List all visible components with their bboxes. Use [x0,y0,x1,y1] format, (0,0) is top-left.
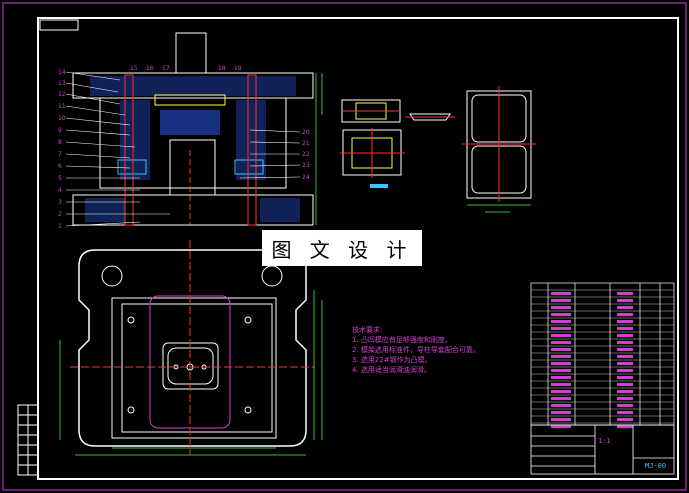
part-label: 7 [58,151,62,158]
part-label: 3 [58,199,62,206]
scale-label: 1:1 [598,437,611,445]
bom-row-text [551,397,571,400]
tech-requirement-item: 4. 选用适当润滑油润滑。 [352,366,431,374]
bom-row-text [617,341,633,344]
bom-row-text [617,362,633,365]
bom-row-text [617,397,633,400]
bom-row-text [551,299,571,302]
bom-row-text [617,404,633,407]
part-label: 11 [58,103,66,110]
bom-row-text [617,292,633,295]
bom-row-text [617,425,633,428]
plan-view [59,240,323,456]
bom-row-text [617,348,633,351]
tech-requirements-title: 技术要求: [352,326,383,334]
bom-row-text [551,376,571,379]
bom-row-text [617,327,633,330]
part-label: 23 [302,162,310,169]
part-label: 14 [58,69,66,76]
part-label: 15 [130,65,138,72]
part-label: 10 [58,115,66,122]
bom-row-text [551,341,571,344]
tech-requirement-item: 1. 凸凹模应有足够强度和刚度。 [352,336,452,344]
drawing-code: MJ-00 [645,462,667,470]
tech-requirement-item: 2. 模架选用标准件，导柱导套配合可靠。 [352,346,480,354]
bom-row-text [617,390,633,393]
part-label: 5 [58,175,62,182]
bom-row-text [617,299,633,302]
part-label: 22 [302,151,310,158]
bom-row-text [617,320,633,323]
bom-rows [531,289,674,428]
bill-of-materials [530,282,675,426]
part-label: 24 [302,174,310,181]
product-view [462,86,536,213]
bom-row-text [551,369,571,372]
bom-row-text [551,411,571,414]
margin-table [17,404,39,476]
bom-row-text [551,348,571,351]
watermark: 图 文 设 计 [262,230,422,266]
bom-row-text [617,313,633,316]
bom-row-text [551,404,571,407]
title-code-box [39,19,79,31]
bom-row-text [551,390,571,393]
part-label: 19 [234,65,242,72]
drawing-frame [37,17,679,480]
part-labels-top: 15 16 17 18 19 [130,65,242,72]
part-label: 4 [58,187,62,194]
bom-row-text [617,369,633,372]
part-labels-right: 20 21 22 23 24 [302,129,310,181]
bom-row-text [551,425,571,428]
tech-requirements: 技术要求: 1. 凸凹模应有足够强度和刚度。 2. 模架选用标准件，导柱导套配合… [352,325,480,375]
part-label: 13 [58,80,66,87]
bom-row-text [551,292,571,295]
bom-row-text [617,383,633,386]
bom-row-text [551,362,571,365]
bom-row-text [551,334,571,337]
part-label: 16 [146,65,154,72]
bom-row-text [617,418,633,421]
part-detail-views [340,99,455,188]
section-view [65,32,323,227]
part-label: 12 [58,91,66,98]
bom-row-text [551,313,571,316]
part-label: 21 [302,140,310,147]
part-labels-left: 14 13 12 11 10 9 8 7 6 5 4 3 2 1 [58,69,66,230]
title-block [530,424,675,475]
part-label: 17 [162,65,170,72]
part-label: 20 [302,129,310,136]
bom-row-text [551,306,571,309]
bom-row-text [551,355,571,358]
bom-row-text [617,411,633,414]
part-label: 18 [218,65,226,72]
bom-row-text [551,418,571,421]
bom-row-text [617,334,633,337]
bom-row-text [551,320,571,323]
bom-row-text [617,355,633,358]
bom-row-text [617,376,633,379]
part-label: 8 [58,139,62,146]
bom-row-text [617,306,633,309]
part-label: 9 [58,127,62,134]
bom-row-text [551,327,571,330]
bom-row-text [551,383,571,386]
part-label: 1 [58,223,62,230]
tech-requirement-item: 3. 选用22#钢作为凸模。 [352,356,432,364]
part-label: 2 [58,211,62,218]
part-label: 6 [58,163,62,170]
